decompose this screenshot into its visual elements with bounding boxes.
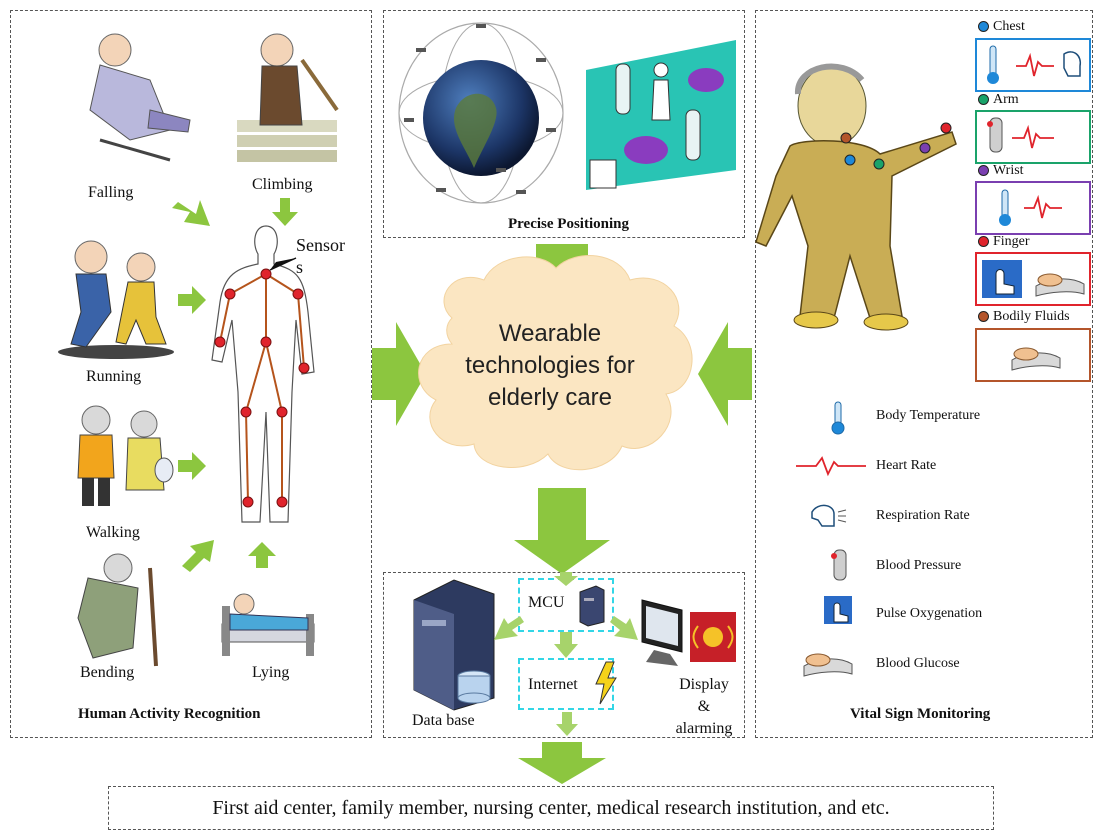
arrow-lying-to-body	[248, 542, 276, 568]
lightning-icon	[595, 661, 617, 705]
lying-label: Lying	[252, 664, 290, 681]
wrist-icons	[999, 189, 1062, 226]
fluids-sensor-box	[975, 328, 1091, 382]
arrow-activity-to-center	[372, 322, 426, 426]
vitals-title: Vital Sign Monitoring	[850, 706, 991, 722]
wrist-sensor-box	[975, 181, 1091, 235]
chest-sensor-box	[975, 38, 1091, 92]
arm-icons	[987, 117, 1054, 153]
arrow-internet-down	[556, 712, 578, 736]
walking-people-illustration	[77, 405, 174, 506]
center-cloud-text: Wearable technologies for elderly care	[465, 320, 635, 411]
recipients-box: First aid center, family member, nursing…	[108, 786, 994, 830]
chest-icons	[987, 45, 1082, 84]
arrow-walking-to-body	[178, 452, 206, 480]
bending-label: Bending	[80, 664, 135, 681]
chest-dot-icon	[978, 21, 989, 33]
sensors-label: Sensor s	[296, 235, 345, 277]
mcu-computer-icon	[579, 585, 605, 627]
finger-dot-icon	[978, 236, 989, 248]
legend-pulse-oxygenation: Pulse Oxygenation	[876, 606, 983, 621]
indoor-map-illustration	[586, 40, 736, 190]
location-fluids-label: Bodily Fluids	[978, 309, 1070, 325]
running-label: Running	[86, 368, 142, 385]
falling-label: Falling	[88, 184, 134, 201]
positioning-title: Precise Positioning	[508, 216, 629, 232]
pulse-oximeter-icon	[824, 596, 852, 624]
location-chest-label: Chest	[978, 19, 1025, 35]
internet-box	[518, 658, 614, 710]
activity-arrows	[172, 198, 298, 572]
mcu-label: MCU	[528, 594, 565, 611]
legend-respiration-rate: Respiration Rate	[876, 508, 970, 523]
arrow-mcu-to-database	[494, 616, 524, 640]
database-label: Data base	[412, 712, 475, 729]
alarm-icon	[690, 612, 736, 662]
finger-icons	[982, 260, 1085, 298]
location-arm-label: Arm	[978, 92, 1019, 108]
body-sensor-figure	[211, 225, 315, 523]
wrist-dot-icon	[978, 165, 989, 177]
center-cloud	[418, 255, 693, 471]
positioning-panel	[383, 10, 745, 238]
arrow-bending-to-body	[182, 540, 214, 572]
arrow-mcu-to-internet	[554, 632, 578, 658]
display-monitor-illustration	[641, 599, 683, 666]
arrow-vitals-to-center	[698, 322, 752, 426]
finger-sensor-box	[975, 252, 1091, 306]
arrow-center-to-processing	[514, 488, 610, 574]
fluids-dot-icon	[978, 311, 989, 323]
vitals-panel	[755, 10, 1093, 738]
arrow-mcu-to-display	[610, 616, 638, 640]
location-wrist-label: Wrist	[978, 163, 1024, 179]
fluids-icons	[1011, 347, 1061, 371]
climbing-label: Climbing	[252, 176, 313, 193]
globe-satellites-illustration	[398, 22, 564, 204]
arrow-running-to-body	[178, 286, 206, 314]
lying-person-illustration	[221, 593, 315, 656]
arrow-falling-to-body	[172, 200, 210, 226]
database-server-illustration	[413, 579, 495, 711]
location-finger-label: Finger	[978, 234, 1030, 250]
heart-rate-icon	[796, 456, 866, 477]
blood-pressure-icon	[831, 549, 847, 581]
respiration-icon	[811, 504, 847, 527]
activity-panel	[10, 10, 372, 738]
glucose-meter-icon	[803, 653, 853, 677]
arrow-into-mcu	[554, 572, 578, 586]
legend-blood-pressure: Blood Pressure	[876, 558, 962, 573]
arrow-climbing-to-body	[272, 198, 298, 226]
arrow-processing-to-footer	[518, 742, 606, 784]
activity-title: Human Activity Recognition	[78, 706, 261, 722]
running-people-illustration	[58, 240, 174, 359]
falling-person-illustration	[89, 33, 191, 162]
thermometer-icon	[831, 401, 845, 435]
legend-heart-rate: Heart Rate	[876, 458, 937, 473]
bending-person-illustration	[77, 553, 158, 667]
display-label: Display & alarming	[675, 676, 733, 737]
walking-label: Walking	[86, 524, 140, 541]
internet-label: Internet	[528, 676, 578, 693]
climbing-person-illustration	[237, 33, 339, 162]
legend-body-temperature: Body Temperature	[876, 408, 981, 423]
legend-blood-glucose: Blood Glucose	[876, 656, 960, 671]
arm-sensor-box	[975, 110, 1091, 164]
arm-dot-icon	[978, 94, 989, 106]
elderly-man-illustration	[755, 63, 957, 331]
recipients-text: First aid center, family member, nursing…	[212, 797, 890, 819]
